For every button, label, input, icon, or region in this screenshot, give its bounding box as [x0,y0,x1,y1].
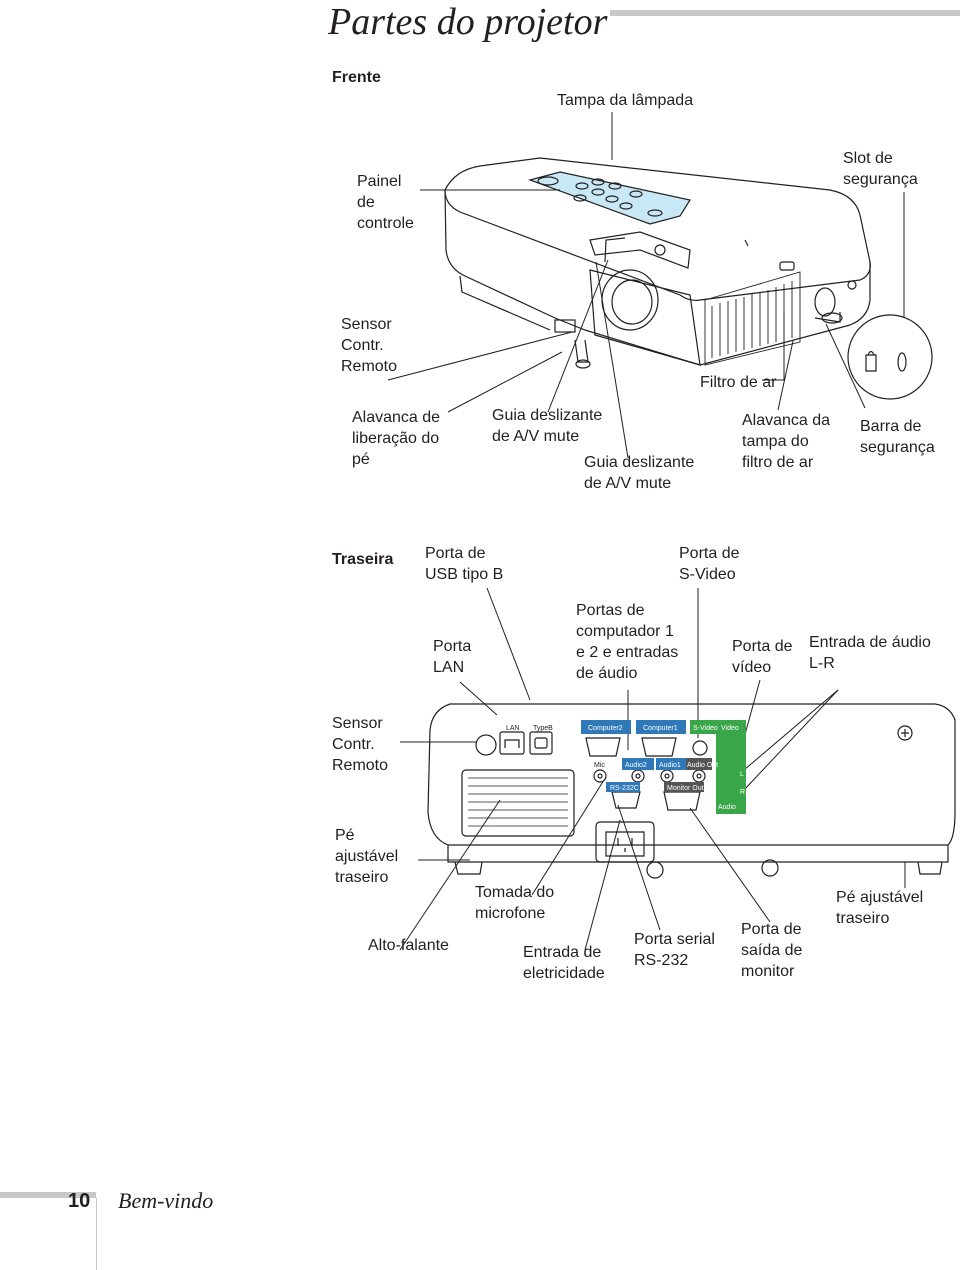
label-lan: Porta LAN [433,638,472,676]
svg-text:Audio: Audio [718,804,736,811]
label-monitor-out: Porta de saída de monitor [741,921,803,980]
svg-text:Mic: Mic [594,762,605,769]
connector-panel-green [690,720,746,814]
label-video: Porta de vídeo [732,638,793,676]
label-filter-cover-lever: Alavanca da tampa do filtro de ar [742,412,831,471]
label-rear-remote-sensor: Sensor Contr. Remoto [332,715,389,774]
footer-rule [0,1192,96,1198]
footer-divider [96,1198,97,1270]
speaker-grille [468,777,568,827]
label-rear-foot-right: Pé ajustável traseiro [836,889,924,927]
svg-text:Audio1: Audio1 [659,762,681,769]
page-number: 10 [68,1190,91,1212]
svg-text:LAN: LAN [506,725,520,732]
label-lamp-cover: Tampa da lâmpada [557,92,694,109]
svg-text:TypeB: TypeB [533,725,553,732]
label-computer-ports: Portas de computador 1 e 2 e entradas de… [576,602,679,682]
label-usb-b: Porta de USB tipo B [425,545,504,583]
label-control-panel: Painel de controle [357,173,414,232]
label-av-mute-slide-2: Guia deslizante de A/V mute [584,454,695,492]
svg-text:L: L [740,771,744,778]
label-speaker: Alto-falante [368,937,449,954]
svg-text:Audio Out: Audio Out [687,762,718,769]
front-heading: Frente [332,69,381,86]
connector-panel-blue [581,720,688,792]
svg-text:Computer2: Computer2 [588,725,623,732]
front-leader-lines [387,112,905,459]
rear-heading: Traseira [332,551,394,568]
svg-text:Computer1: Computer1 [643,725,678,732]
label-rs232: Porta serial RS-232 [634,931,715,969]
page-title: Partes do projetor [328,1,608,43]
control-buttons [573,178,663,217]
svg-text:Video: Video [721,725,739,732]
header-rule [610,10,960,16]
label-mic: Tomada do microfone [475,884,555,922]
svg-text:RS-232C: RS-232C [610,785,639,792]
label-svideo: Porta de S-Video [679,545,740,583]
label-av-mute-slide-1: Guia deslizante de A/V mute [492,407,603,445]
svg-text:S-Video: S-Video [693,725,718,732]
label-rear-foot-left: Pé ajustável traseiro [335,827,399,886]
svg-text:Monitor Out: Monitor Out [667,785,704,792]
svg-text:Audio2: Audio2 [625,762,647,769]
label-front-remote-sensor: Sensor Contr. Remoto [341,316,398,375]
svg-text:R: R [740,789,745,796]
label-foot-release: Alavanca de liberação do pé [352,409,441,468]
rear-leader-lines [399,587,906,951]
label-air-filter: Filtro de ar [700,374,777,391]
section-name: Bem-vindo [118,1188,214,1213]
label-security-slot: Slot de segurança [843,150,918,188]
label-security-bar: Barra de segurança [860,418,935,456]
connector-panel-dark [664,758,712,792]
connector-panel-text: LAN TypeB Computer2 Computer1 S-Video Vi… [506,725,745,811]
label-power-inlet: Entrada de eletricidade [523,944,605,982]
front-projector-drawing [444,157,933,400]
label-audio-lr: Entrada de áudio L-R [809,634,931,672]
